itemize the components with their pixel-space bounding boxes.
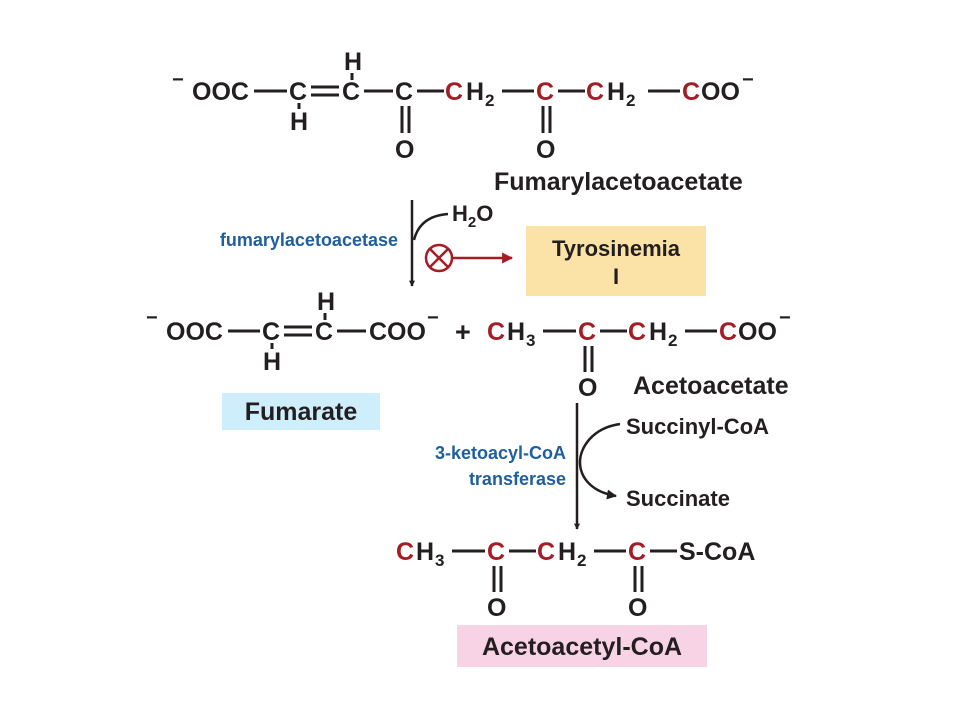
- carbon-atom: C: [586, 78, 604, 106]
- fumarylacetoacetate-structure: − OOC C C C C H 2 C C H 2 C OO − H H O O: [172, 48, 754, 164]
- hydrogen-atom: H: [649, 318, 667, 346]
- blocked-enzyme-icon: [424, 243, 454, 273]
- oxygen-atom: O: [536, 136, 555, 164]
- reaction-step-2: Succinyl-CoA Succinate 3-ketoacyl-CoA tr…: [435, 403, 769, 530]
- charge-minus: −: [779, 307, 791, 329]
- carboxylate-ooc: OOC: [166, 318, 223, 346]
- carboxylate-oo: OO: [701, 78, 740, 106]
- thioester-scoa: S-CoA: [679, 538, 755, 566]
- hydrogen-atom: H: [558, 538, 576, 566]
- oxygen-atom: O: [487, 594, 506, 622]
- hydrogen-atom: H: [416, 538, 434, 566]
- acetoacetyl-coa-structure: C H 3 C C H 2 C S-CoA O O: [396, 538, 755, 622]
- charge-minus: −: [427, 307, 439, 329]
- enzyme-3-ketoacyl-coa-transferase-line1: 3-ketoacyl-CoA: [435, 443, 566, 463]
- plus-sign: +: [455, 317, 471, 347]
- hydrogen-atom: H: [263, 348, 281, 376]
- succinyl-coa-exchange-curve: [578, 422, 621, 500]
- succinyl-coa-label: Succinyl-CoA: [626, 414, 769, 439]
- carbon-atom: C: [342, 78, 360, 106]
- subscript: 2: [485, 91, 494, 110]
- carbon-atom: C: [628, 318, 646, 346]
- carbon-atom: C: [487, 318, 505, 346]
- subscript: 2: [626, 91, 635, 110]
- hydrogen-atom: H: [466, 78, 484, 106]
- subscript: 3: [435, 551, 444, 570]
- carboxylate-oo: OO: [738, 318, 777, 346]
- fumarate-label: Fumarate: [245, 398, 358, 426]
- carbon-atom: C: [628, 538, 646, 566]
- carbon-atom: C: [395, 78, 413, 106]
- enzyme-fumarylacetoacetase: fumarylacetoacetase: [220, 230, 398, 250]
- acetoacetyl-coa-box: Acetoacetyl-CoA: [457, 625, 707, 667]
- charge-minus: −: [742, 69, 754, 91]
- fumarylacetoacetate-label: Fumarylacetoacetate: [494, 168, 743, 196]
- carboxylate-coo: COO: [369, 318, 426, 346]
- carbon-atom: C: [487, 538, 505, 566]
- subscript: 3: [526, 331, 535, 350]
- hydrogen-atom: H: [317, 288, 335, 316]
- tyrosinemia-label: Tyrosinemia: [552, 236, 681, 261]
- acetoacetyl-coa-label: Acetoacetyl-CoA: [482, 633, 682, 661]
- hydrogen-atom: H: [507, 318, 525, 346]
- carbon-atom: C: [445, 78, 463, 106]
- carboxylate-ooc: OOC: [192, 78, 249, 106]
- subscript: 2: [577, 551, 586, 570]
- carbon-atom: C: [682, 78, 700, 106]
- tyrosinemia-type: I: [613, 264, 619, 289]
- subscript: 2: [668, 331, 677, 350]
- hydrogen-atom: H: [290, 108, 308, 136]
- carbon-atom: C: [536, 78, 554, 106]
- h2o-cosubstrate-curve: [412, 212, 449, 241]
- acetoacetate-structure: C H 3 C C H 2 C OO − O: [487, 307, 791, 402]
- hydrogen-atom: H: [344, 48, 362, 76]
- carbon-atom: C: [262, 318, 280, 346]
- succinate-label: Succinate: [626, 486, 730, 511]
- enzyme-3-ketoacyl-coa-transferase-line2: transferase: [469, 469, 566, 489]
- carbon-atom: C: [289, 78, 307, 106]
- tyrosinemia-box: Tyrosinemia I: [526, 226, 706, 296]
- carbon-atom: C: [537, 538, 555, 566]
- carbon-atom: C: [315, 318, 333, 346]
- charge-minus: −: [146, 307, 158, 329]
- oxygen-atom: O: [628, 594, 647, 622]
- carbon-atom: C: [396, 538, 414, 566]
- oxygen-atom: O: [395, 136, 414, 164]
- oxygen-atom: O: [578, 374, 597, 402]
- charge-minus: −: [172, 69, 184, 91]
- reaction-step-1: H2O fumarylacetoacetase: [220, 200, 514, 287]
- fumarate-box: Fumarate: [222, 393, 380, 430]
- fumarate-structure: − OOC C C COO − H H: [146, 288, 439, 376]
- hydrogen-atom: H: [607, 78, 625, 106]
- water-label: H2O: [452, 201, 493, 231]
- carbon-atom: C: [719, 318, 737, 346]
- carbon-atom: C: [578, 318, 596, 346]
- acetoacetate-label: Acetoacetate: [633, 372, 789, 400]
